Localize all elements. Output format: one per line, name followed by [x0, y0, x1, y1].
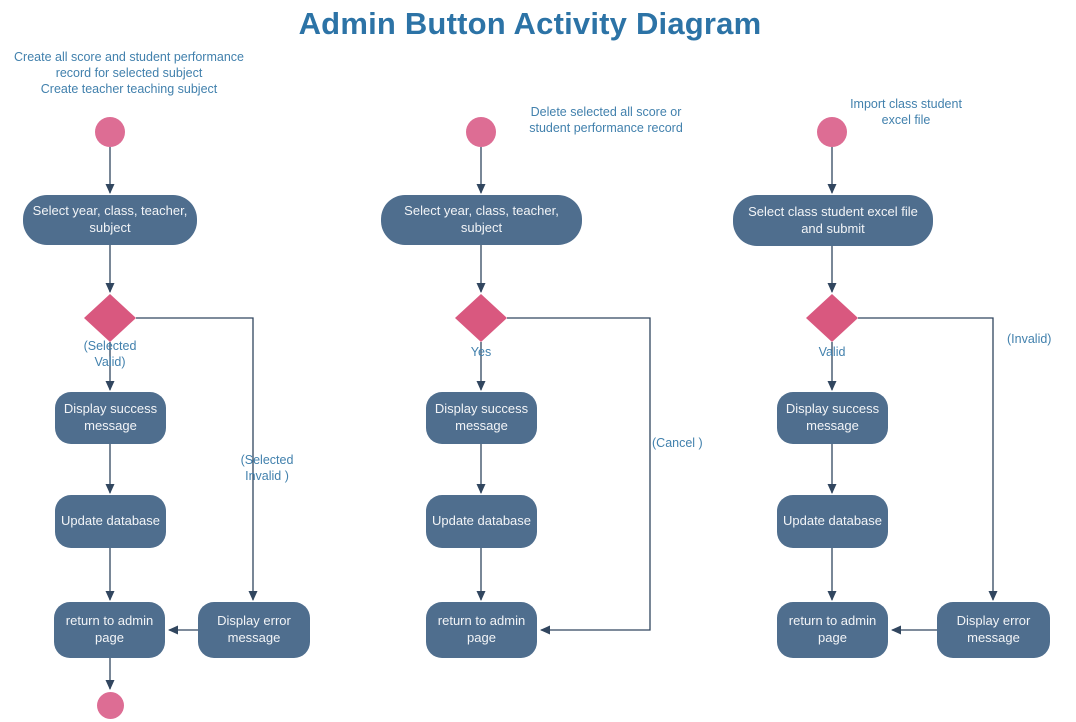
- flow1-error-action: Display error message: [198, 602, 310, 658]
- flow1-end-node: [97, 692, 124, 719]
- flow1-success-action: Display success message: [55, 392, 166, 444]
- flow2-select-action: Select year, class, teacher, subject: [381, 195, 582, 245]
- flow3-decision-label: Valid: [818, 345, 846, 359]
- page-title: Admin Button Activity Diagram: [298, 6, 762, 41]
- flow2-heading: Delete selected all score or student per…: [529, 105, 683, 135]
- flow3-success-action: Display success message: [777, 392, 888, 444]
- flow3-heading: Import class student excel file: [850, 97, 962, 127]
- flow3-error-action: Display error message: [937, 602, 1050, 658]
- flow1-update-action: Update database: [55, 495, 166, 548]
- flow3-select-action: Select class student excel file and subm…: [733, 195, 933, 246]
- flow1-branch-label: (Selected Invalid ): [240, 453, 294, 483]
- flow1-decision-label: (Selected Valid): [83, 339, 137, 369]
- flow2-update-action: Update database: [426, 495, 537, 548]
- flow3-branch-label: (Invalid): [1007, 332, 1052, 346]
- flow2-start-node: [466, 117, 496, 147]
- flow3-update-action: Update database: [777, 495, 888, 548]
- flow1-select-action: Select year, class, teacher, subject: [23, 195, 197, 245]
- flow3-start-node: [817, 117, 847, 147]
- flow1-heading: Create all score and student performance…: [14, 50, 244, 96]
- flow2-decision-label: Yes: [470, 345, 492, 359]
- flow2-branch-label: (Cancel ): [652, 436, 703, 450]
- flow3-return-action: return to admin page: [777, 602, 888, 658]
- flow2-success-action: Display success message: [426, 392, 537, 444]
- flow1-start-node: [95, 117, 125, 147]
- flow1-return-action: return to admin page: [54, 602, 165, 658]
- flow2-return-action: return to admin page: [426, 602, 537, 658]
